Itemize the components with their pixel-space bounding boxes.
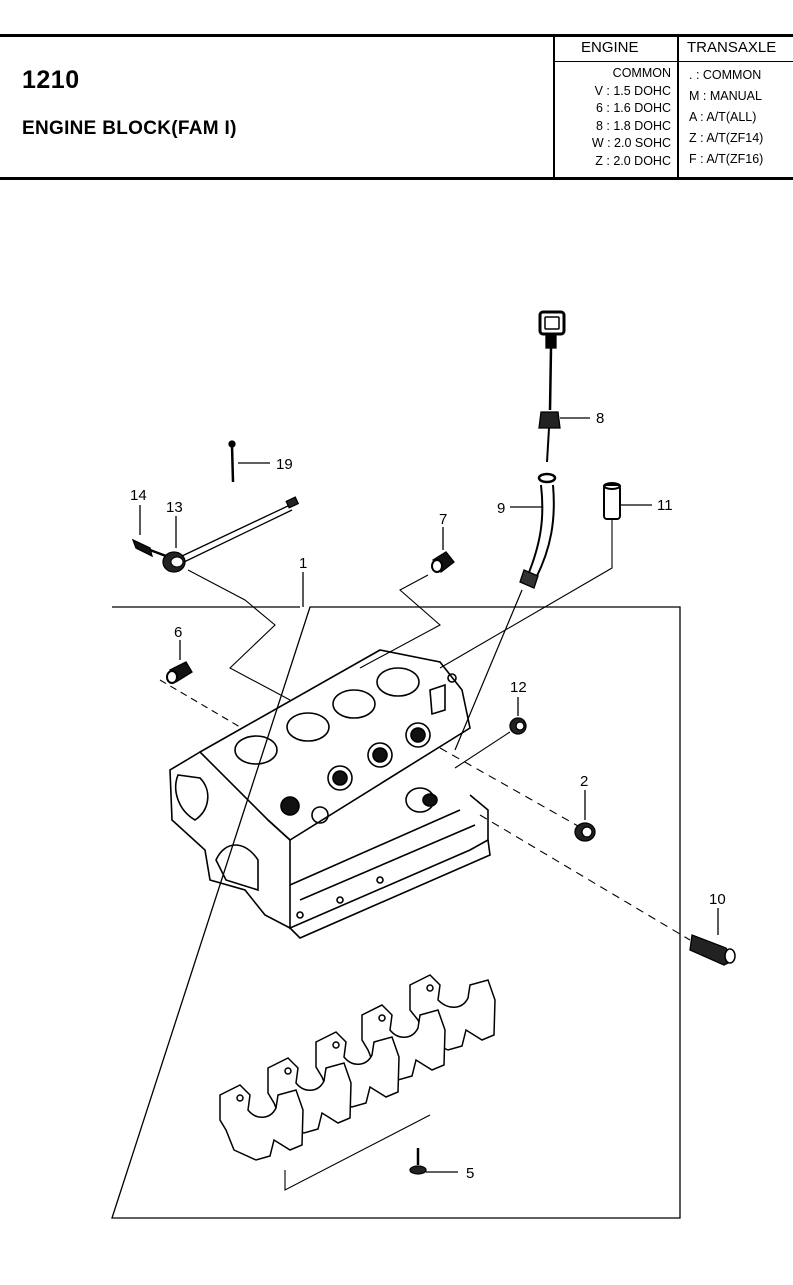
sleeve-part [603,482,621,520]
dipstick-tube-part [454,472,557,751]
callout-13: 13 [166,499,183,516]
callout-5: 5 [466,1165,474,1182]
engine-block-part [169,649,491,939]
leader-10-path [479,814,691,941]
engine-code: 8 : 1.8 DOHC [595,118,671,133]
plug-7-part [431,551,455,573]
engine-heading: ENGINE [581,39,639,56]
dowel-6-part [166,661,193,684]
legend-divider [677,37,679,177]
callout-1: 1 [299,555,307,572]
transaxle-code: A : A/T(ALL) [689,110,757,124]
leader-7-path [359,574,441,669]
transaxle-code: F : A/T(ZF16) [689,152,764,166]
leader-13-path [187,569,291,701]
callout-9: 9 [497,500,505,517]
callout-12: 12 [510,679,527,696]
callout-6: 6 [174,624,182,641]
engine-code: COMMON [612,66,671,80]
engine-code: V : 1.5 DOHC [594,83,671,98]
callout-14: 14 [130,487,147,504]
leader-12-path [454,731,511,769]
seal-part [574,822,596,842]
oil-pressure-switch-part [689,934,736,966]
bearing-caps-part [219,974,496,1161]
callout-19: 19 [276,456,293,473]
transaxle-code: M : MANUAL [689,89,762,103]
header-top-rule [0,34,793,37]
knock-sensor-part [162,496,300,573]
leader-11-path [439,520,613,669]
transaxle-code: . : COMMON [689,68,762,82]
engine-codes: COMMON V : 1.5 DOHC 6 : 1.6 DOHC 8 : 1.8… [559,65,671,171]
callout-11: 11 [657,497,673,514]
engine-code: Z : 2.0 DOHC [595,153,671,168]
clip-part [228,440,236,483]
page-number: 1210 [22,66,80,94]
header-bottom-rule [0,177,793,180]
legend-table: ENGINE TRANSAXLE COMMON V : 1.5 DOHC 6 :… [553,37,793,177]
group-frame [111,606,681,1219]
transaxle-codes: . : COMMON M : MANUAL A : A/T(ALL) Z : A… [689,67,763,172]
engine-code: 6 : 1.6 DOHC [595,101,671,116]
dipstick-part [538,310,566,463]
leader-6-path [159,679,241,728]
callout-8: 8 [596,410,604,427]
page-title: ENGINE BLOCK(FAM I) [22,118,237,139]
legend-divider [553,37,555,177]
main-bolt-part [409,1148,427,1175]
transaxle-heading: TRANSAXLE [687,39,777,56]
leader-caps [284,1114,431,1191]
knock-sensor-bolt-part [131,538,167,558]
engine-code: W : 2.0 SOHC [591,136,671,151]
leader-2-path [439,747,579,827]
callout-7: 7 [439,511,447,528]
transaxle-code: Z : A/T(ZF14) [689,131,764,145]
callout-10: 10 [709,891,726,908]
callout-2: 2 [580,773,588,790]
legend-divider [553,61,793,62]
plug-12-part [509,717,527,735]
